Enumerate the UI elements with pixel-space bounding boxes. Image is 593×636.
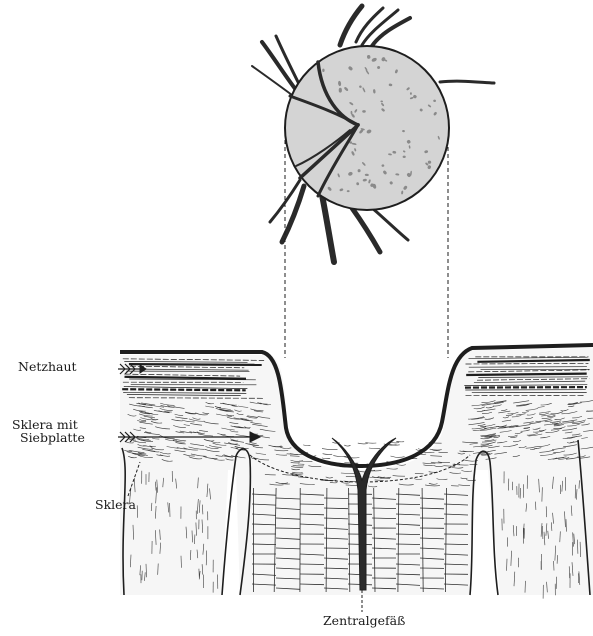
label-siebplatte: Siebplatte xyxy=(20,431,85,445)
label-zentralgefaess: Zentralgefäß xyxy=(323,614,405,628)
sclera-fiber xyxy=(369,448,380,449)
nerve-bundle-line xyxy=(300,564,324,565)
label-netzhaut: Netzhaut xyxy=(18,360,77,374)
retina-layer-line xyxy=(129,364,262,365)
sclera-fiber xyxy=(322,458,330,459)
sclera-fiber xyxy=(333,456,346,457)
sclera-fiber xyxy=(322,449,338,450)
nerve-bundle-line xyxy=(396,544,420,545)
nerve-bundle-line xyxy=(324,498,348,499)
sclera-fiber xyxy=(344,457,360,458)
retina-layer-line xyxy=(466,374,587,375)
sclera-fiber xyxy=(344,445,350,446)
sclera-fiber xyxy=(323,454,333,455)
retina-layer-line xyxy=(469,367,587,368)
sclera-fiber xyxy=(365,443,376,444)
nerve-bundle-line xyxy=(300,504,324,505)
sclera-fiber xyxy=(358,443,368,444)
nerve-bundle-line xyxy=(276,528,300,529)
disc-spot xyxy=(339,88,342,93)
cross-section xyxy=(120,345,593,612)
sclera-fiber xyxy=(391,442,399,443)
sclera-fiber xyxy=(391,456,405,457)
optic-disc-view xyxy=(252,6,494,262)
sclera-fiber xyxy=(303,445,310,446)
retina-layer-line xyxy=(122,389,246,390)
label-sklera: Sklera xyxy=(95,498,136,512)
sclera-fiber xyxy=(396,441,404,442)
disc-spot xyxy=(347,190,350,192)
